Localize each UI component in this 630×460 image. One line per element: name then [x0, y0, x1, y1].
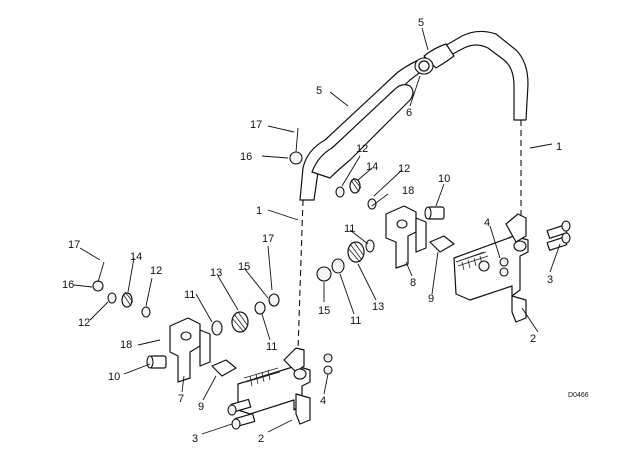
bolts-3-right [546, 220, 571, 251]
callout-15-a: 15 [238, 261, 250, 273]
guard-bar [297, 30, 529, 351]
callout-4-left: 4 [320, 395, 326, 407]
callout-15-b: 15 [318, 305, 330, 317]
callout-11-c: 11 [344, 223, 355, 235]
callout-13-right: 13 [372, 301, 384, 313]
callout-14-left: 14 [130, 251, 142, 263]
callout-12-c: 12 [356, 143, 368, 155]
callout-18-right: 18 [402, 185, 414, 197]
callout-14-right: 14 [366, 161, 378, 173]
nut-15-left [268, 293, 280, 307]
callout-16-left: 16 [62, 279, 74, 291]
washer-11-left [211, 320, 223, 336]
figure-code: D0466 [568, 392, 589, 399]
callout-4-right: 4 [484, 217, 490, 229]
callout-2-right: 2 [530, 333, 536, 345]
callout-labels: 1 1 2 2 3 3 4 4 5 5 6 7 8 9 9 10 10 11 1… [62, 17, 562, 445]
callout-5-left: 5 [316, 85, 322, 97]
callout-10-left: 10 [108, 371, 120, 383]
callout-11-d: 11 [350, 315, 361, 327]
callout-3-right: 3 [547, 274, 553, 286]
pin-9-left [211, 359, 237, 377]
callout-12-a: 12 [78, 317, 90, 329]
callout-12-b: 12 [150, 265, 162, 277]
bushing-10-right [424, 206, 445, 220]
bracket-assembly-left [227, 347, 333, 430]
callout-17-c: 17 [262, 233, 274, 245]
callout-11-a: 11 [184, 289, 195, 301]
callout-10-right: 10 [438, 173, 450, 185]
washer-11-right [365, 239, 375, 253]
callout-17-b: 17 [250, 119, 262, 131]
pivot-block-7 [169, 317, 211, 383]
callout-11-b: 11 [266, 341, 277, 353]
callout-3-left: 3 [192, 433, 198, 445]
washer-12-top [335, 186, 345, 198]
hardware-right [289, 127, 490, 282]
pin-9-right [429, 235, 455, 253]
washer-12-left [107, 292, 117, 304]
bushing-10-left [146, 355, 167, 369]
callout-6: 6 [406, 107, 412, 119]
callout-9-right: 9 [428, 293, 434, 305]
callout-17-a: 17 [68, 239, 80, 251]
callout-8: 8 [410, 277, 416, 289]
callout-12-d: 12 [398, 163, 410, 175]
callout-13-left: 13 [210, 267, 222, 279]
hardware-left [92, 261, 280, 336]
callout-16-top: 16 [240, 151, 252, 163]
leader-lines [73, 27, 561, 435]
nut-15-right [316, 266, 332, 282]
nut-16-left [92, 280, 104, 292]
bracket-assembly-right [453, 213, 571, 323]
callout-1-right: 1 [556, 141, 562, 153]
nut-16-top [289, 151, 303, 165]
coupler-6 [414, 57, 434, 75]
callout-2-left: 2 [258, 433, 264, 445]
callout-1-left: 1 [256, 205, 262, 217]
callout-18-left: 18 [120, 339, 132, 351]
callout-5-top: 5 [418, 17, 424, 29]
callout-9-left: 9 [198, 401, 204, 413]
callout-7: 7 [178, 393, 184, 405]
bolts-3-left [227, 398, 256, 430]
pivot-block-8 [385, 205, 427, 269]
